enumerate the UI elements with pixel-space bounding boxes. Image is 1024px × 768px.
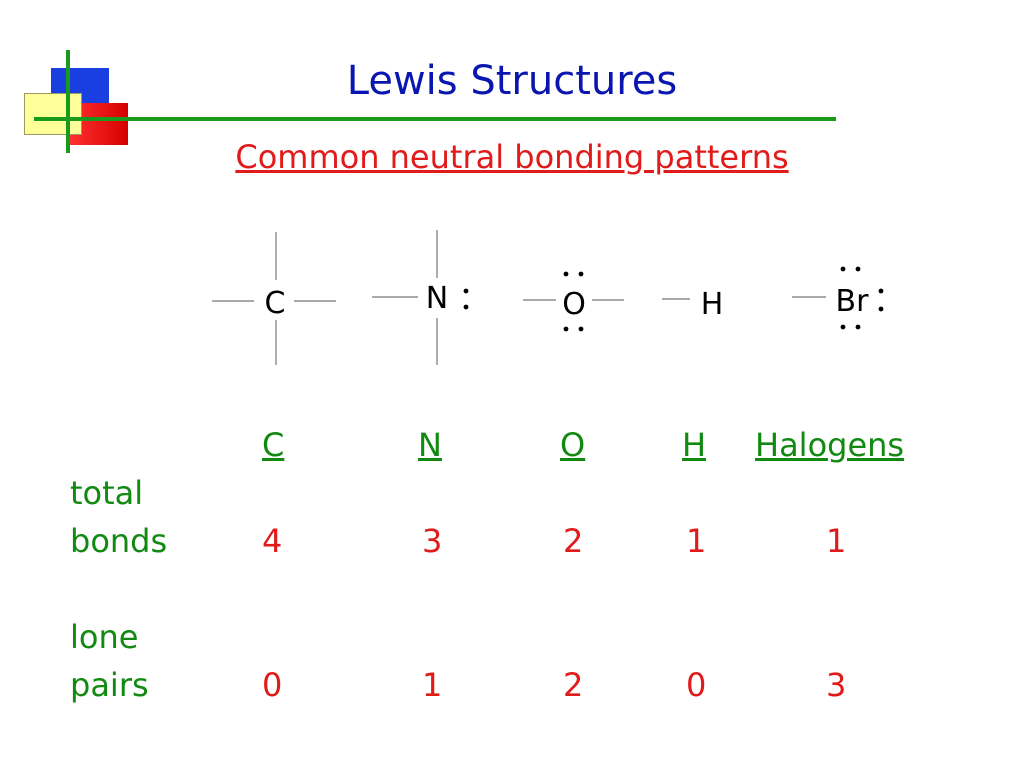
title-divider-line	[34, 117, 836, 121]
atom-nitrogen: N	[426, 281, 448, 316]
lone-pairs-nitrogen: 1	[422, 666, 443, 704]
oxygen-lone-pair-dot	[563, 326, 569, 332]
total-bonds-oxygen: 2	[563, 522, 584, 560]
atom-oxygen: O	[562, 287, 586, 322]
hydrogen-structure: H	[662, 287, 723, 322]
bromine-structure: Br	[792, 266, 884, 330]
nitrogen-lone-pair-dot	[463, 304, 469, 310]
total-bonds-carbon: 4	[262, 522, 283, 560]
oxygen-lone-pair-dot	[578, 271, 584, 277]
bromine-lone-pair-dot	[878, 288, 884, 294]
total-bonds-halogens: 1	[826, 522, 847, 560]
slide-title: Lewis Structures	[346, 58, 678, 104]
logo-vertical-line	[66, 50, 70, 153]
nitrogen-structure: N	[372, 230, 469, 365]
carbon-structure: C	[212, 232, 336, 365]
header-carbon: C	[262, 426, 285, 464]
slide-subtitle: Common neutral bonding patterns	[235, 138, 789, 176]
lone-pairs-carbon: 0	[262, 666, 283, 704]
atom-carbon: C	[265, 286, 286, 321]
row-label-pairs: pairs	[70, 666, 149, 704]
total-bonds-hydrogen: 1	[686, 522, 707, 560]
atom-hydrogen: H	[701, 287, 724, 322]
bromine-lone-pair-dot	[855, 324, 861, 330]
lone-pairs-oxygen: 2	[563, 666, 584, 704]
logo-yellow-square	[24, 93, 82, 135]
row-label-lone: lone	[70, 618, 139, 656]
header-nitrogen: N	[418, 426, 442, 464]
header-hydrogen: H	[682, 426, 707, 464]
total-bonds-nitrogen: 3	[422, 522, 443, 560]
oxygen-structure: O	[523, 271, 624, 332]
bromine-lone-pair-dot	[840, 266, 846, 272]
row-label-total: total	[70, 474, 144, 512]
lone-pairs-hydrogen: 0	[686, 666, 707, 704]
bromine-lone-pair-dot	[855, 266, 861, 272]
bromine-lone-pair-dot	[878, 306, 884, 312]
lone-pairs-halogens: 3	[826, 666, 847, 704]
oxygen-lone-pair-dot	[578, 326, 584, 332]
atom-bromine: Br	[836, 284, 870, 319]
header-oxygen: O	[560, 426, 586, 464]
bromine-lone-pair-dot	[840, 324, 846, 330]
header-halogens: Halogens	[755, 426, 905, 464]
row-label-bonds: bonds	[70, 522, 168, 560]
nitrogen-lone-pair-dot	[463, 288, 469, 294]
oxygen-lone-pair-dot	[563, 271, 569, 277]
